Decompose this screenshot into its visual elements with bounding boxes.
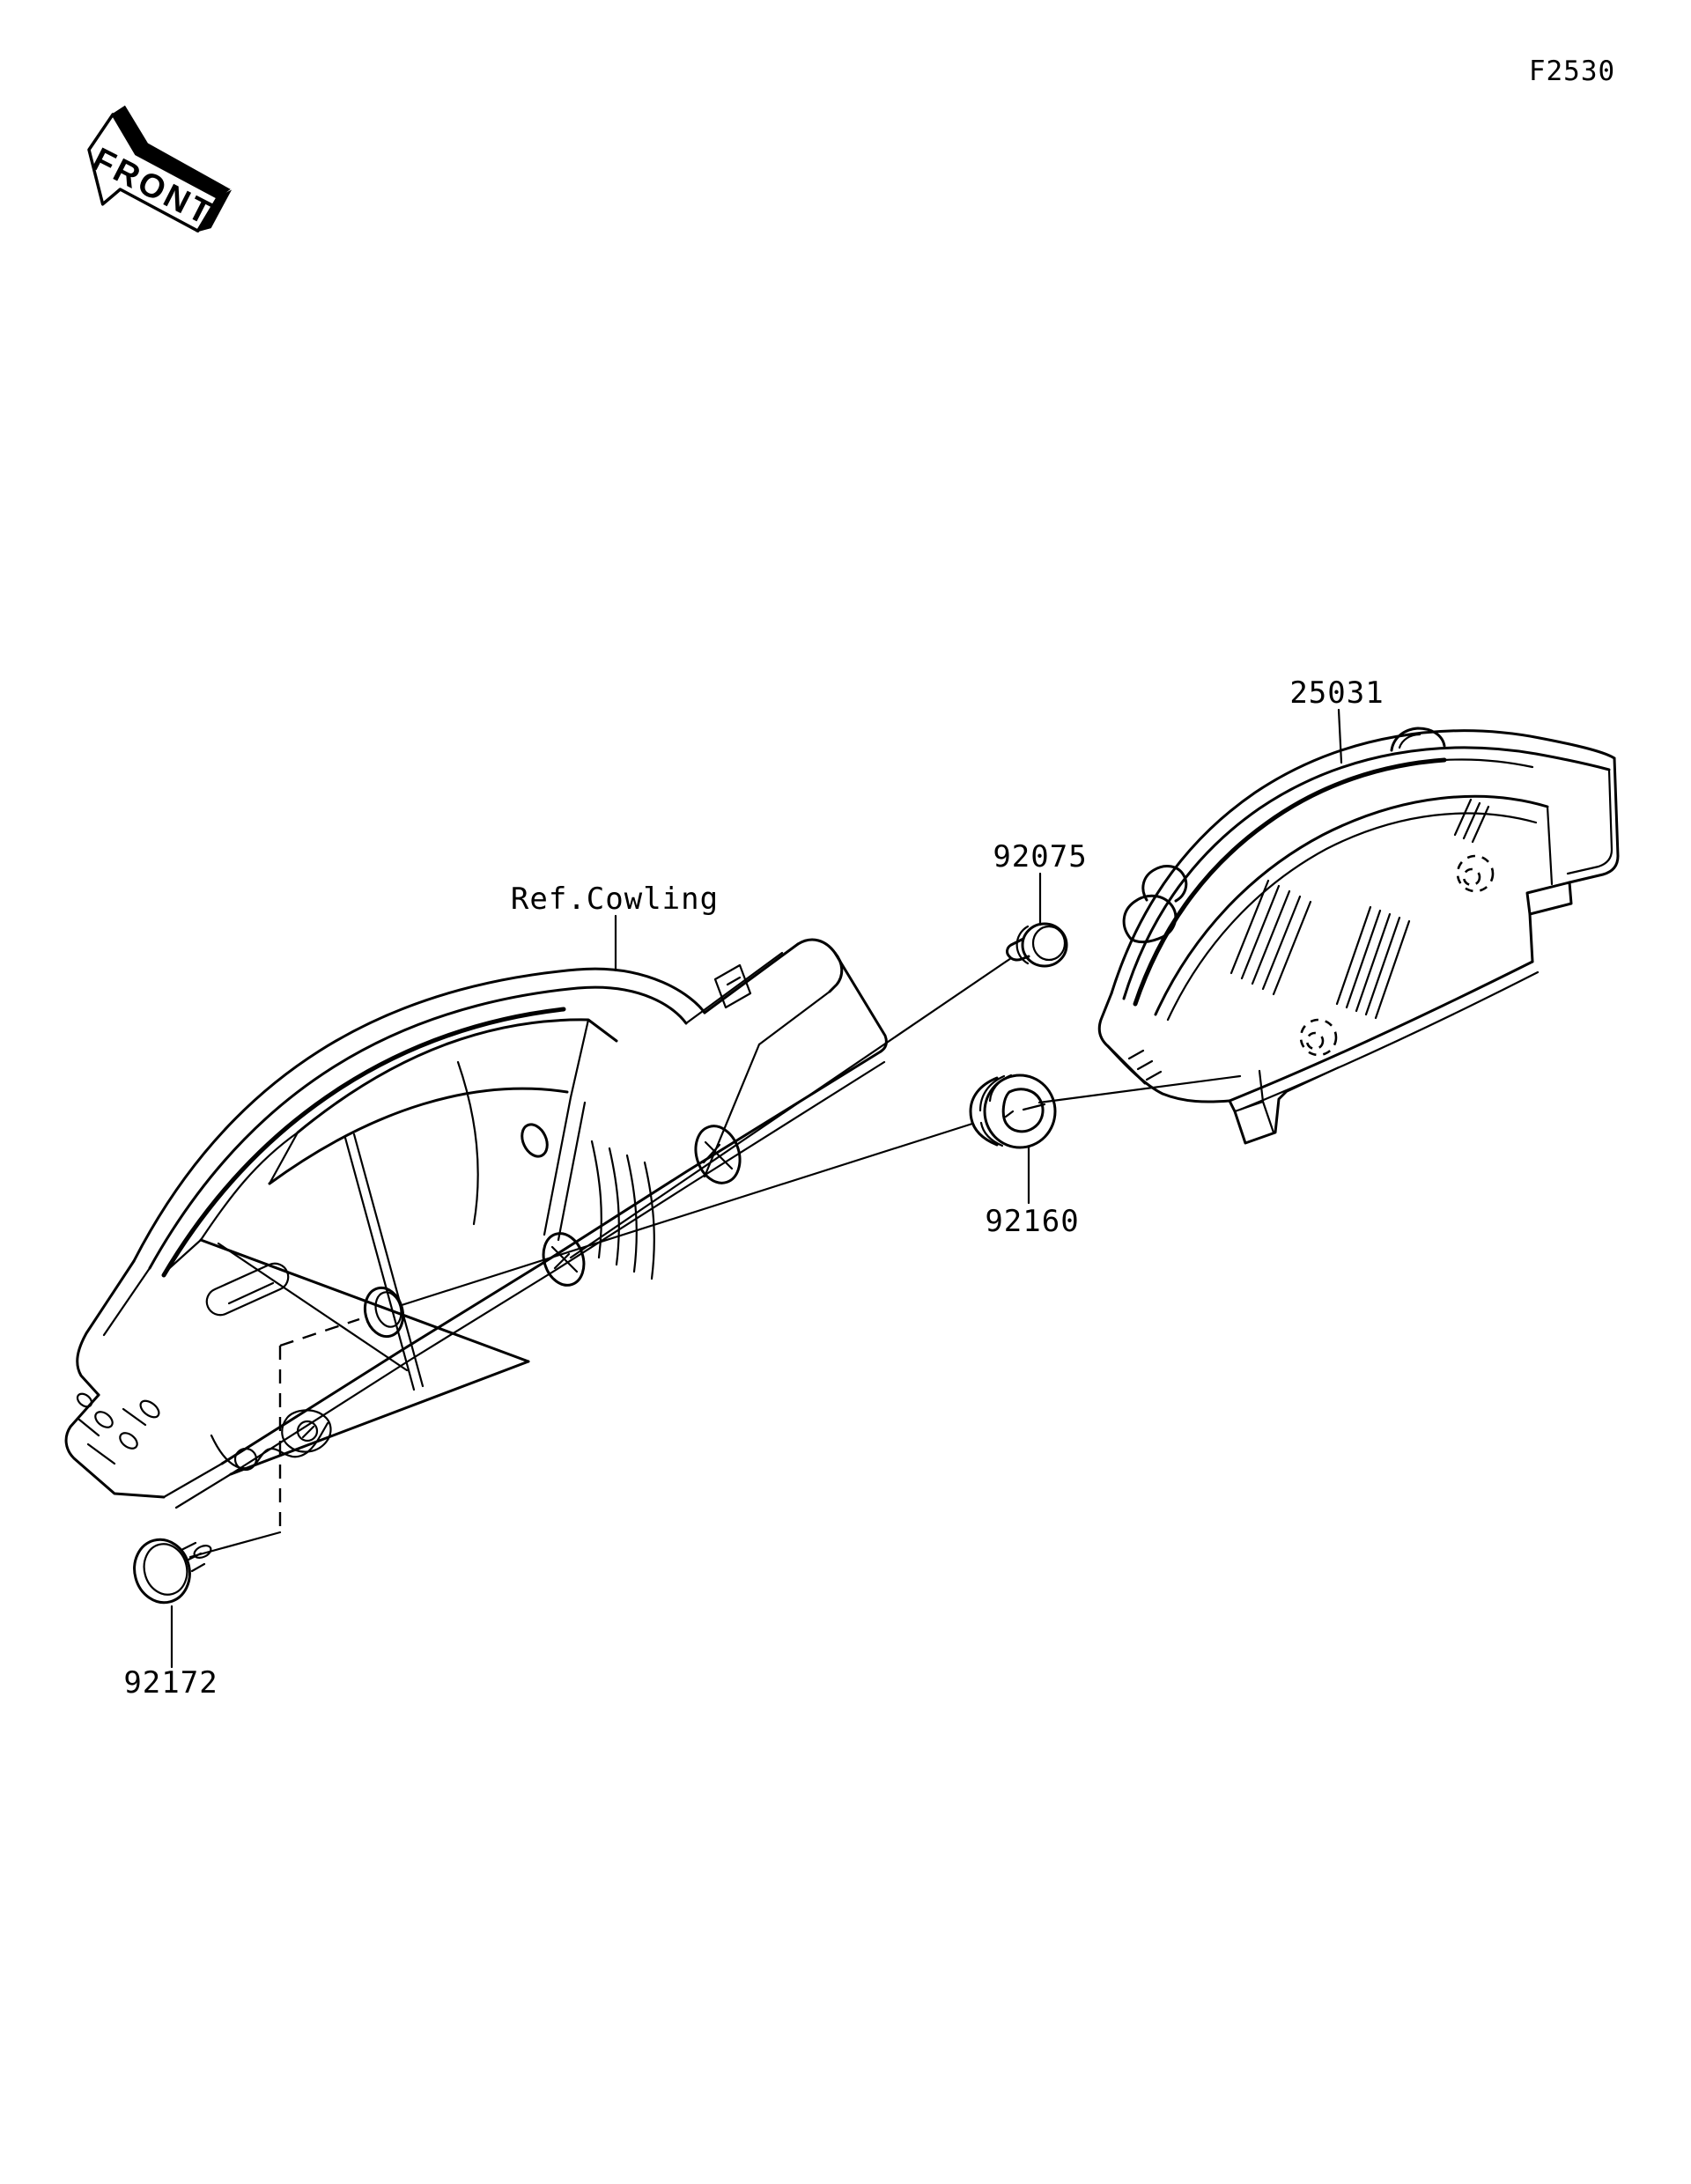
label-25031: 25031 [1289, 675, 1384, 711]
label-92160: 92160 [985, 1204, 1079, 1239]
figure-code: F2530 [1529, 55, 1615, 87]
leader-92160-to-meter [1037, 1074, 1242, 1104]
front-arrow: FRONT [86, 105, 233, 233]
label-ref-cowling: Ref.Cowling [511, 882, 719, 917]
damper-92160-drawing [969, 1074, 1057, 1149]
label-92172: 92172 [123, 1665, 218, 1701]
cowling-drawing [64, 938, 888, 1532]
screw-recess-mark-left [1299, 1018, 1338, 1057]
leader-lines [170, 708, 1343, 1669]
hidden-line-92172-diag [279, 1317, 360, 1347]
leader-92172-to-cowling [188, 1531, 282, 1559]
screw-recess-mark-right [1456, 854, 1495, 893]
leader-92075-to-cowling [569, 956, 1013, 1259]
label-92075: 92075 [993, 839, 1087, 874]
meter-cover-drawing [1097, 727, 1620, 1145]
screw-92172-drawing [133, 1538, 212, 1605]
leader-92160-to-cowling [400, 1122, 974, 1307]
leader-25031 [1337, 708, 1343, 764]
screw-92075-drawing [1006, 922, 1068, 968]
